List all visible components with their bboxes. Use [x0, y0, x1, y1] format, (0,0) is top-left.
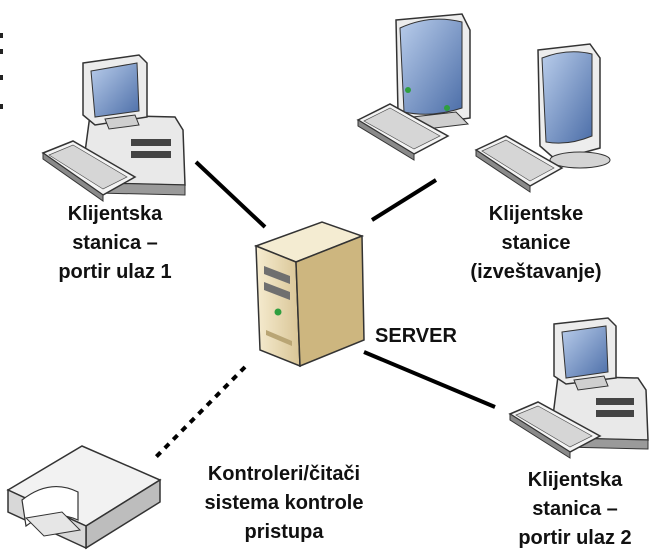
- label-controllers: Kontroleri/čitači sistema kontrole prist…: [204, 463, 364, 543]
- label-client-reporting: Klijentske stanice (izveštavanje): [470, 203, 602, 283]
- link-server-client1: [194, 160, 267, 229]
- server-icon: [253, 221, 365, 368]
- edge-text-fragment: [0, 33, 3, 109]
- label-server: SERVER: [375, 325, 457, 347]
- label-client-portir1: Klijentska stanica – portir ulaz 1: [58, 203, 172, 283]
- card-reader-icon: [6, 445, 162, 550]
- workstation-portir2-icon: [508, 317, 649, 459]
- workstation-portir1-icon: [41, 54, 186, 202]
- label-client-portir2: Klijentska stanica – portir ulaz 2: [518, 469, 632, 549]
- link-server-reporting: [370, 178, 438, 222]
- workstations-reporting-icon: [356, 13, 611, 193]
- link-server-client2: [363, 350, 496, 409]
- link-server-controllers: [151, 365, 247, 462]
